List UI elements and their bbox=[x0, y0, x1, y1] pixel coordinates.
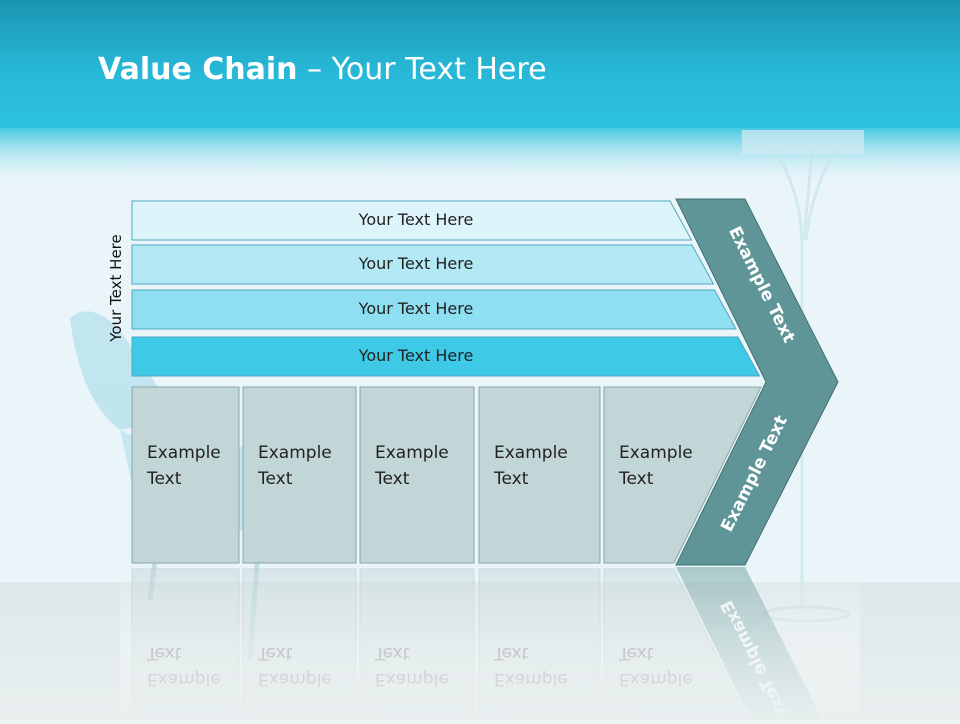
side-label-text: Your Text Here bbox=[107, 234, 125, 342]
primary-column-shape bbox=[242, 386, 357, 564]
support-row-label: Your Text Here bbox=[358, 210, 474, 229]
support-row-label: Your Text Here bbox=[358, 254, 474, 273]
support-row: Your Text Here bbox=[131, 200, 693, 241]
support-row-label: Your Text Here bbox=[358, 299, 474, 318]
primary-column-shape bbox=[603, 386, 762, 564]
support-row: Your Text Here bbox=[131, 289, 737, 330]
primary-column-line2: Text bbox=[493, 469, 529, 489]
support-row-shape bbox=[131, 200, 693, 241]
primary-column-shape bbox=[359, 386, 475, 564]
primary-column-shape bbox=[131, 386, 240, 564]
primary-column-line1: Example bbox=[494, 443, 568, 463]
primary-column-line1: Example bbox=[619, 443, 693, 463]
primary-column-line1: Example bbox=[375, 443, 449, 463]
primary-column-line2: Text bbox=[257, 469, 293, 489]
title-bold: Value Chain bbox=[98, 52, 298, 87]
support-row: Your Text Here bbox=[131, 244, 715, 285]
primary-column-shape bbox=[478, 386, 601, 564]
primary-column-line2: Text bbox=[374, 469, 410, 489]
title-rest: – Your Text Here bbox=[297, 52, 547, 87]
reflection-fade bbox=[120, 566, 860, 720]
primary-activities: ExampleTextExampleTextExampleTextExample… bbox=[131, 386, 762, 564]
support-row: Your Text Here bbox=[131, 336, 761, 377]
margin-shape bbox=[675, 198, 839, 566]
primary-column-line1: Example bbox=[147, 443, 221, 463]
support-row-shape bbox=[131, 244, 715, 285]
support-row-shape bbox=[131, 289, 737, 330]
primary-column-line2: Text bbox=[146, 469, 182, 489]
page-title: Value Chain – Your Text Here bbox=[98, 52, 547, 87]
primary-column-line1: Example bbox=[258, 443, 332, 463]
support-row-shape bbox=[131, 336, 761, 377]
primary-column-line2: Text bbox=[618, 469, 654, 489]
header-bar bbox=[0, 0, 960, 130]
support-row-label: Your Text Here bbox=[358, 346, 474, 365]
